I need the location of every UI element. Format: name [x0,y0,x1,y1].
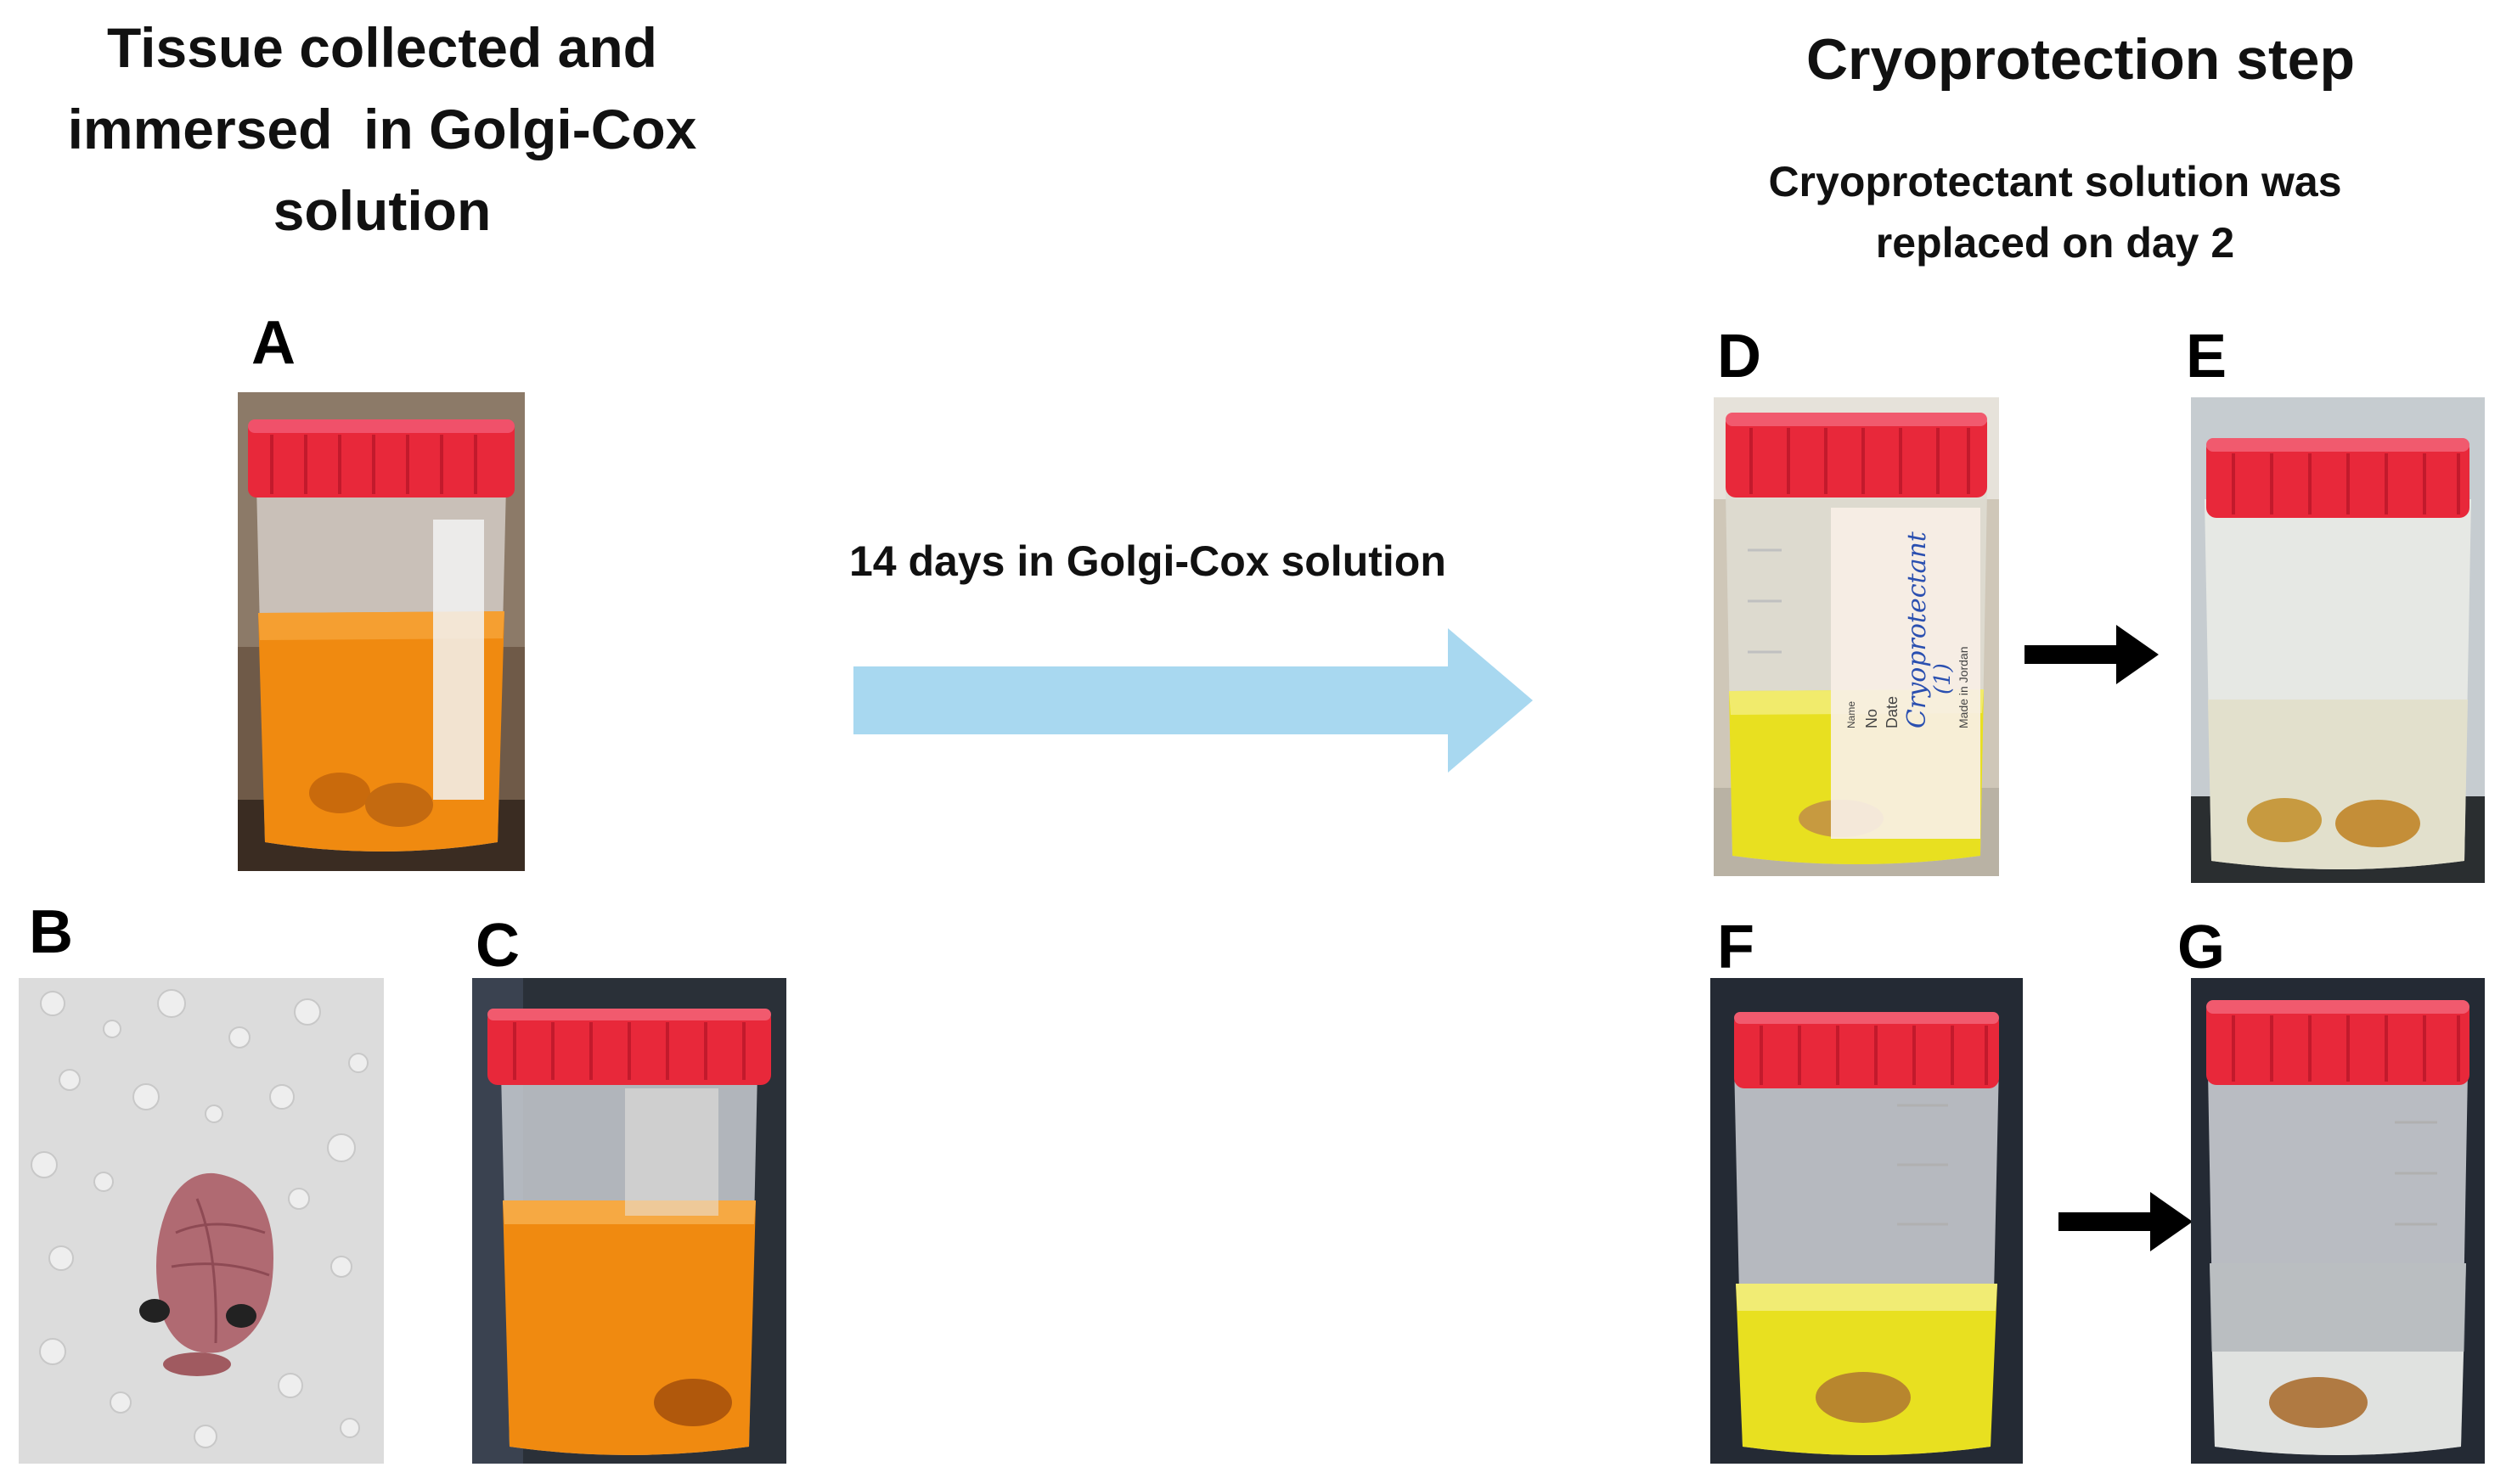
right-section-subheading: Cryoprotectant solution was replaced on … [1690,151,2420,273]
jar-label: Name No Date Cryoprotectant (1) Made in … [1841,474,1977,728]
photo-e-cleared-jar [2191,397,2485,883]
right-arrow-icon [2058,1192,2193,1251]
jar-label-no: No [1863,708,1880,728]
left-heading-line-1: Tissue collected and [106,16,657,79]
panel-label-a: A [251,309,296,377]
right-subheading-line-1: Cryoprotectant solution was [1768,158,2342,205]
panel-label-f: F [1717,913,1754,981]
photo-d-cryoprotectant-jar: Name No Date Cryoprotectant (1) Made in … [1714,397,1999,876]
left-heading-line-2: immersed in Golgi-Cox [67,98,697,160]
left-heading-line-3: solution [273,179,492,242]
jar-label-name: Name [1845,700,1857,728]
panel-label-g: G [2177,913,2226,981]
incubation-step-label: 14 days in Golgi-Cox solution [849,537,1446,585]
left-section-heading: Tissue collected and immersed in Golgi-C… [17,7,747,251]
photo-a-golgi-cox-jar [238,392,525,871]
panel-label-d: D [1717,323,1761,391]
right-subheading-line-2: replaced on day 2 [1875,219,2235,267]
photo-b-brain-tissue [19,978,384,1464]
jar-label-date: Date [1884,695,1901,728]
photo-c-golgi-cox-jar [472,978,786,1464]
right-section-heading: Cryoprotection step [1805,27,2356,92]
panel-label-e: E [2186,323,2227,391]
panel-label-c: C [476,912,520,980]
jar-label-handwriting: Cryoprotectant [1902,531,1932,728]
photo-g-cleared-jar [2191,978,2485,1464]
jar-label-handwriting-number: (1) [1930,663,1956,694]
photo-f-cryoprotectant-jar [1710,978,2023,1464]
jar-label-fine-print: Made in Jordan [1957,646,1970,728]
right-arrow-icon [2025,625,2159,684]
panel-label-b: B [29,898,73,966]
right-arrow-icon [853,628,1533,773]
